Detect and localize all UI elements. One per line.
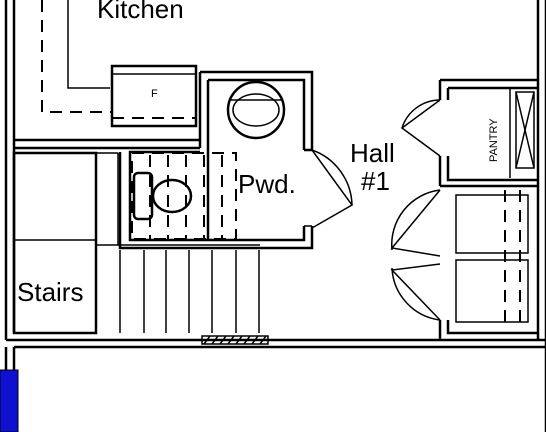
stairs [12,151,260,335]
vanity [131,152,237,240]
powder-room-label: Pwd. [238,169,296,199]
toilet [226,80,286,140]
hall-label-line2: #1 [361,166,390,196]
powder-room-door [311,149,354,229]
entry-door-marker [0,369,19,432]
hall-label-line1: Hall [350,138,395,168]
stair-hatch [201,335,269,345]
refrigerator: F [110,64,198,128]
powder-room-walls [118,70,314,250]
stairs-label: Stairs [17,277,83,307]
kitchen-label: Kitchen [97,0,184,24]
pantry-label: PANTRY [488,118,500,162]
closet-doors [390,189,441,321]
kitchen-counters [41,0,196,119]
outer-walls [4,0,546,432]
hall-closets: PANTRY [438,78,538,340]
pantry-door [400,99,441,157]
kitchen-wall [14,72,210,240]
fridge-label: F [151,88,158,100]
